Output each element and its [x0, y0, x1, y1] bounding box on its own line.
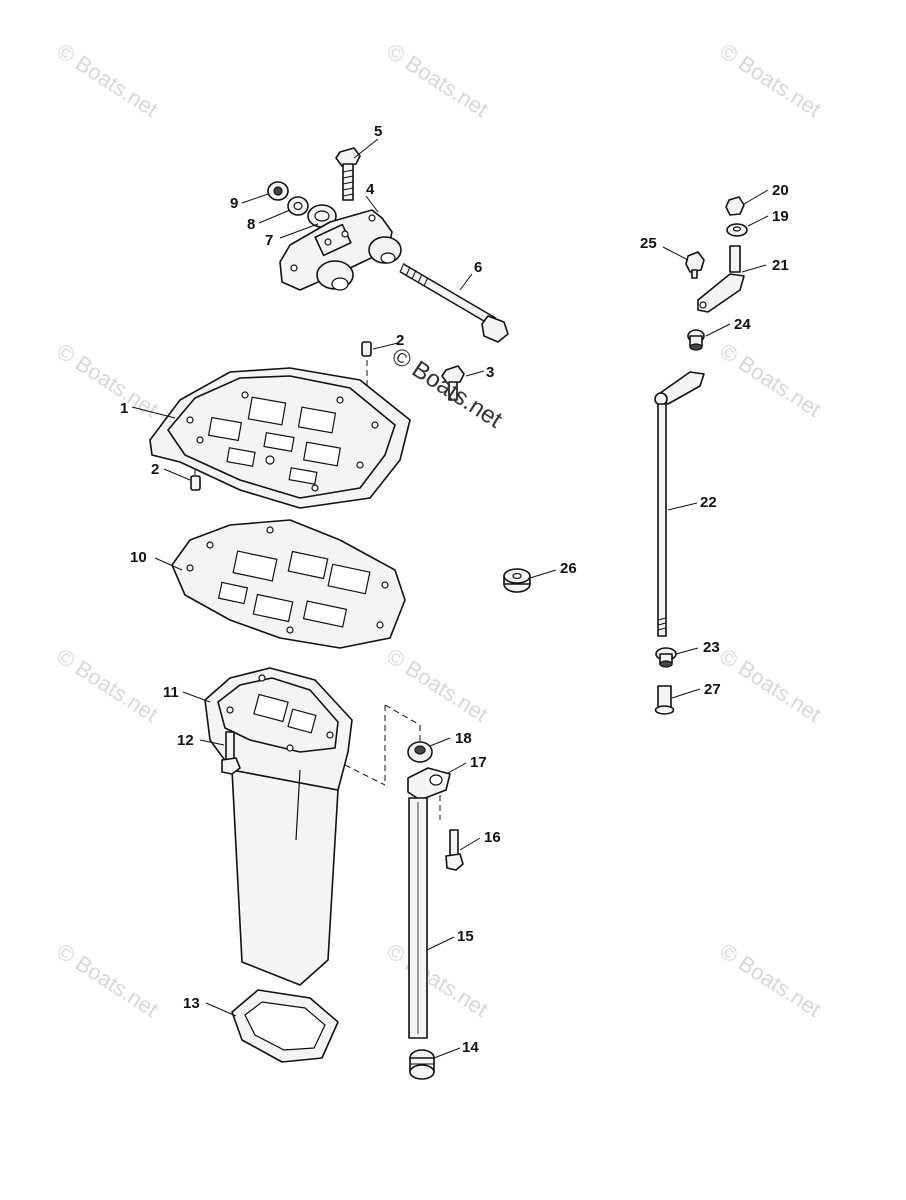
callout-1: 1 — [120, 400, 128, 417]
watermark-text: © Boats.net — [52, 338, 162, 422]
part-22-shift-rod — [654, 371, 705, 637]
leader-lines — [131, 138, 769, 1059]
callout-16: 16 — [484, 829, 501, 846]
watermark-text: © Boats.net — [382, 938, 492, 1022]
part-1-adapter-plate — [149, 367, 411, 509]
callout-9: 9 — [230, 195, 238, 212]
callout-11: 11 — [163, 684, 179, 701]
part-18-grommet — [407, 741, 433, 763]
callout-17: 17 — [470, 754, 487, 771]
watermark-text: © Boats.net — [52, 38, 162, 122]
part-21-shift-lever — [697, 245, 745, 313]
part-14-grommet — [409, 1049, 435, 1080]
callout-19: 19 — [772, 208, 789, 225]
part-2-dowel-pin-upper — [361, 341, 372, 357]
callout-20: 20 — [772, 182, 789, 199]
callout-26: 26 — [560, 560, 577, 577]
callout-3: 3 — [486, 364, 494, 381]
part-19-washer — [726, 223, 748, 237]
watermark-text: © Boats.net — [715, 938, 825, 1022]
callout-labels: 1 2 2 3 4 5 6 7 8 9 10 11 12 13 14 15 16… — [120, 123, 789, 1056]
part-8-washer — [287, 196, 309, 216]
callout-4: 4 — [366, 181, 375, 198]
watermark-text: © Boats.net — [715, 643, 825, 727]
part-24-bushing — [687, 329, 705, 351]
part-2-dowel-pin-lower — [190, 475, 201, 491]
callout-7: 7 — [265, 232, 273, 249]
callout-8: 8 — [247, 216, 255, 233]
watermark-text: © Boats.net — [52, 643, 162, 727]
callout-25: 25 — [640, 235, 657, 252]
part-23-coupler — [655, 647, 677, 668]
part-16-screw — [445, 829, 464, 871]
watermark-layer: © Boats.net © Boats.net © Boats.net © Bo… — [52, 38, 825, 1022]
part-6-long-bolt — [399, 262, 509, 343]
part-13-seal — [231, 989, 339, 1063]
callout-13: 13 — [183, 995, 200, 1012]
callout-6: 6 — [474, 259, 482, 276]
callout-23: 23 — [703, 639, 720, 656]
callout-18: 18 — [455, 730, 472, 747]
part-20-nut — [725, 196, 745, 216]
part-12-bolt — [221, 731, 241, 775]
part-11-exhaust-housing — [204, 667, 353, 986]
callout-12: 12 — [177, 732, 194, 749]
watermark-text: © Boats.net — [52, 938, 162, 1022]
part-10-gasket — [171, 519, 406, 649]
watermark-text: © Boats.net — [382, 643, 492, 727]
watermark-text: © Boats.net — [715, 38, 825, 122]
part-4-bracket — [279, 209, 402, 291]
callout-10: 10 — [130, 549, 147, 566]
callout-27: 27 — [704, 681, 721, 698]
part-25-nut — [685, 251, 705, 279]
watermark-text: © Boats.net — [382, 38, 492, 122]
callout-15: 15 — [457, 928, 474, 945]
watermark-text: © Boats.net — [715, 338, 825, 422]
part-26-grommet — [503, 568, 531, 593]
callout-24: 24 — [734, 316, 751, 333]
part-9-nut — [267, 181, 289, 201]
part-27-pin — [654, 685, 675, 715]
callout-2-lower: 2 — [151, 461, 159, 478]
callout-14: 14 — [462, 1039, 479, 1056]
callout-2-upper: 2 — [396, 332, 404, 349]
callout-21: 21 — [772, 257, 789, 274]
part-5-bolt — [335, 147, 361, 201]
part-17-retainer — [407, 767, 451, 801]
callout-5: 5 — [374, 123, 382, 140]
part-3-bolt — [441, 365, 465, 401]
callout-22: 22 — [700, 494, 717, 511]
part-15-water-tube — [408, 797, 428, 1039]
